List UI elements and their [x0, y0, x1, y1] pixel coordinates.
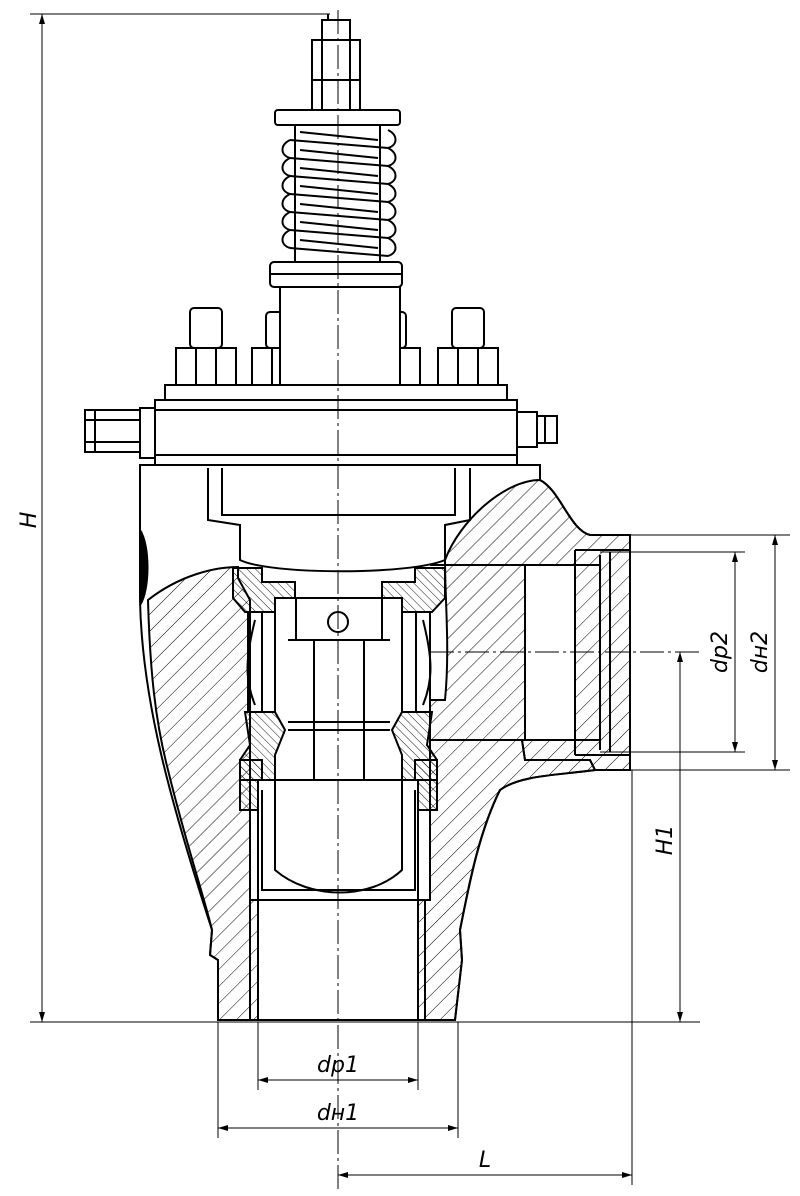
- dim-label-dn1: dн1: [317, 1101, 359, 1126]
- bolt-4: [437, 307, 499, 386]
- body-contour: [139, 464, 631, 1021]
- dim-label-dp2: dp2: [708, 631, 733, 673]
- dim-label-H1: H1: [653, 825, 678, 856]
- dim-label-dn2: dн2: [748, 631, 773, 673]
- plug-stem: [288, 597, 390, 781]
- bolt-1: [175, 307, 237, 386]
- dimension-lines: [30, 13, 790, 1185]
- dimension-labels: H H1 dp2 dн2 dp1 dн1 L: [17, 512, 773, 1173]
- dim-label-L: L: [479, 1148, 491, 1173]
- spring-actuator: [269, 14, 403, 386]
- dim-label-dp1: dp1: [317, 1053, 359, 1078]
- dim-label-H: H: [17, 512, 42, 529]
- bonnet: [84, 384, 558, 606]
- center-lines: [337, 10, 700, 1190]
